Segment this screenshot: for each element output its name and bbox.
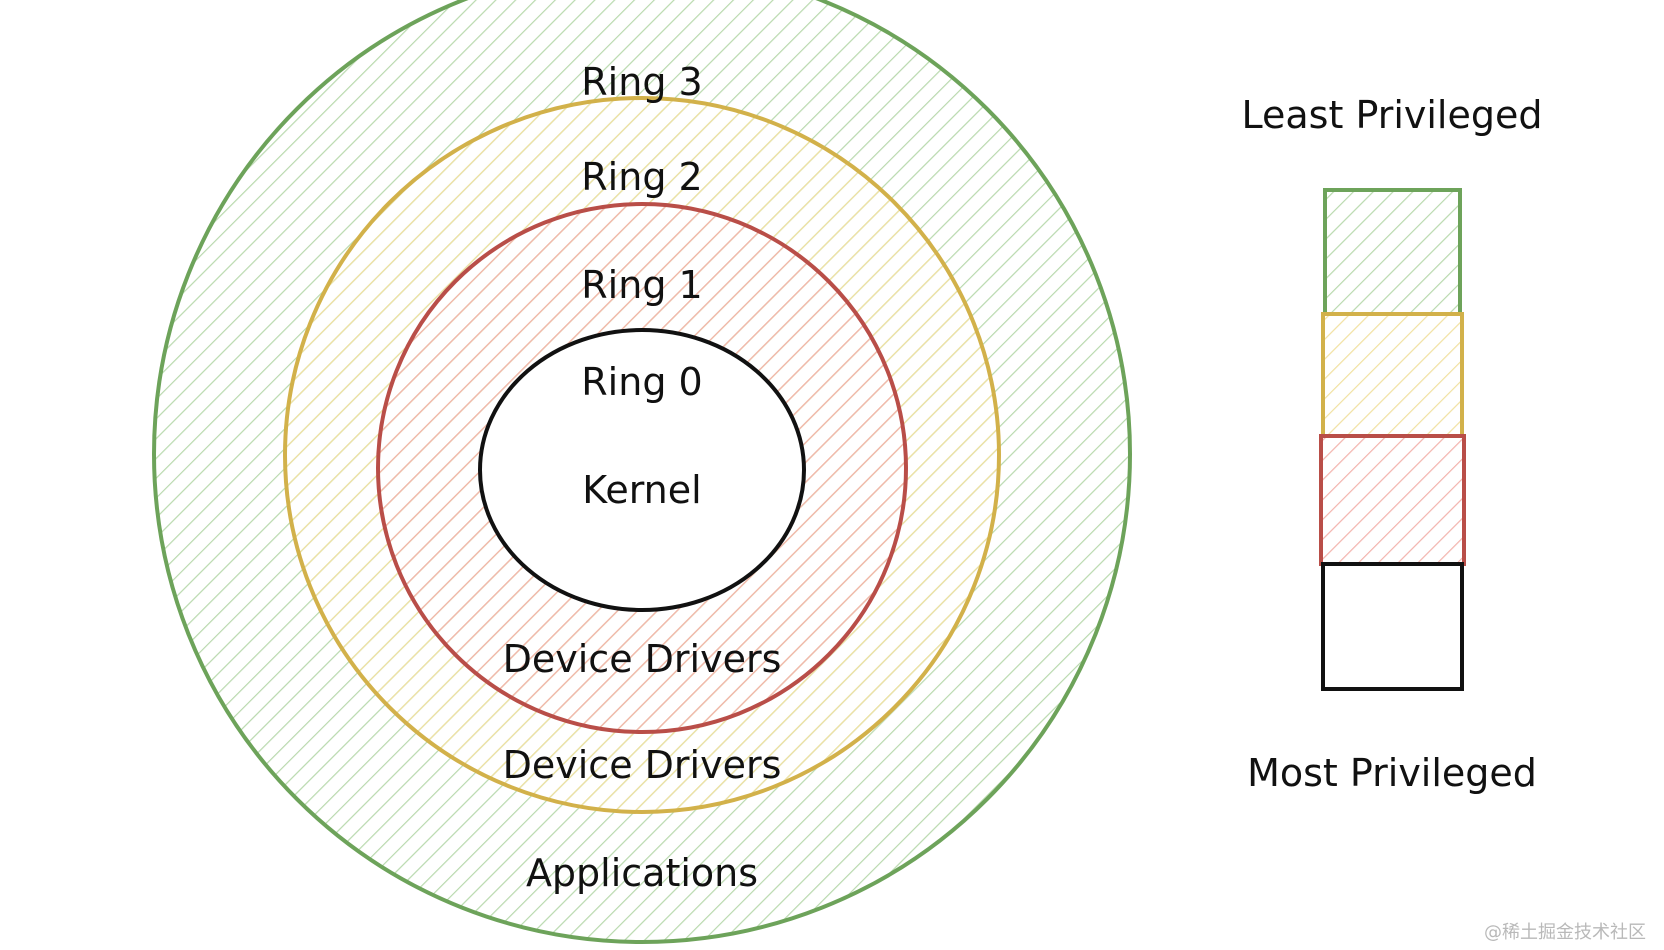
ring-2-outline xyxy=(283,96,1001,814)
ring-1-outline xyxy=(376,202,908,734)
legend-block-ring-0 xyxy=(1321,562,1464,691)
most-privileged-label: Most Privileged xyxy=(1247,751,1537,795)
ring-2-role: Device Drivers xyxy=(503,743,782,787)
privilege-legend: Least Privileged Most Privileged xyxy=(1242,93,1543,795)
ring-0-fill xyxy=(480,330,804,610)
watermark: @稀土掘金技术社区 xyxy=(1484,922,1646,943)
ring-3-title: Ring 3 xyxy=(581,60,702,104)
ring-1-role: Device Drivers xyxy=(503,637,782,681)
ring-1-title: Ring 1 xyxy=(581,263,702,307)
legend-block-ring-3 xyxy=(1323,188,1462,316)
ring-3-role: Applications xyxy=(526,851,758,895)
ring-0-title: Ring 0 xyxy=(581,360,702,404)
ring-2-title: Ring 2 xyxy=(581,155,702,199)
ring-0-outline xyxy=(478,328,806,612)
least-privileged-label: Least Privileged xyxy=(1242,93,1543,137)
legend-block-ring-1 xyxy=(1319,434,1466,566)
ring-0 xyxy=(478,328,806,612)
legend-block-ring-2 xyxy=(1321,312,1464,438)
ring-3-outline xyxy=(152,0,1132,944)
ring-0-role: Kernel xyxy=(582,468,701,512)
